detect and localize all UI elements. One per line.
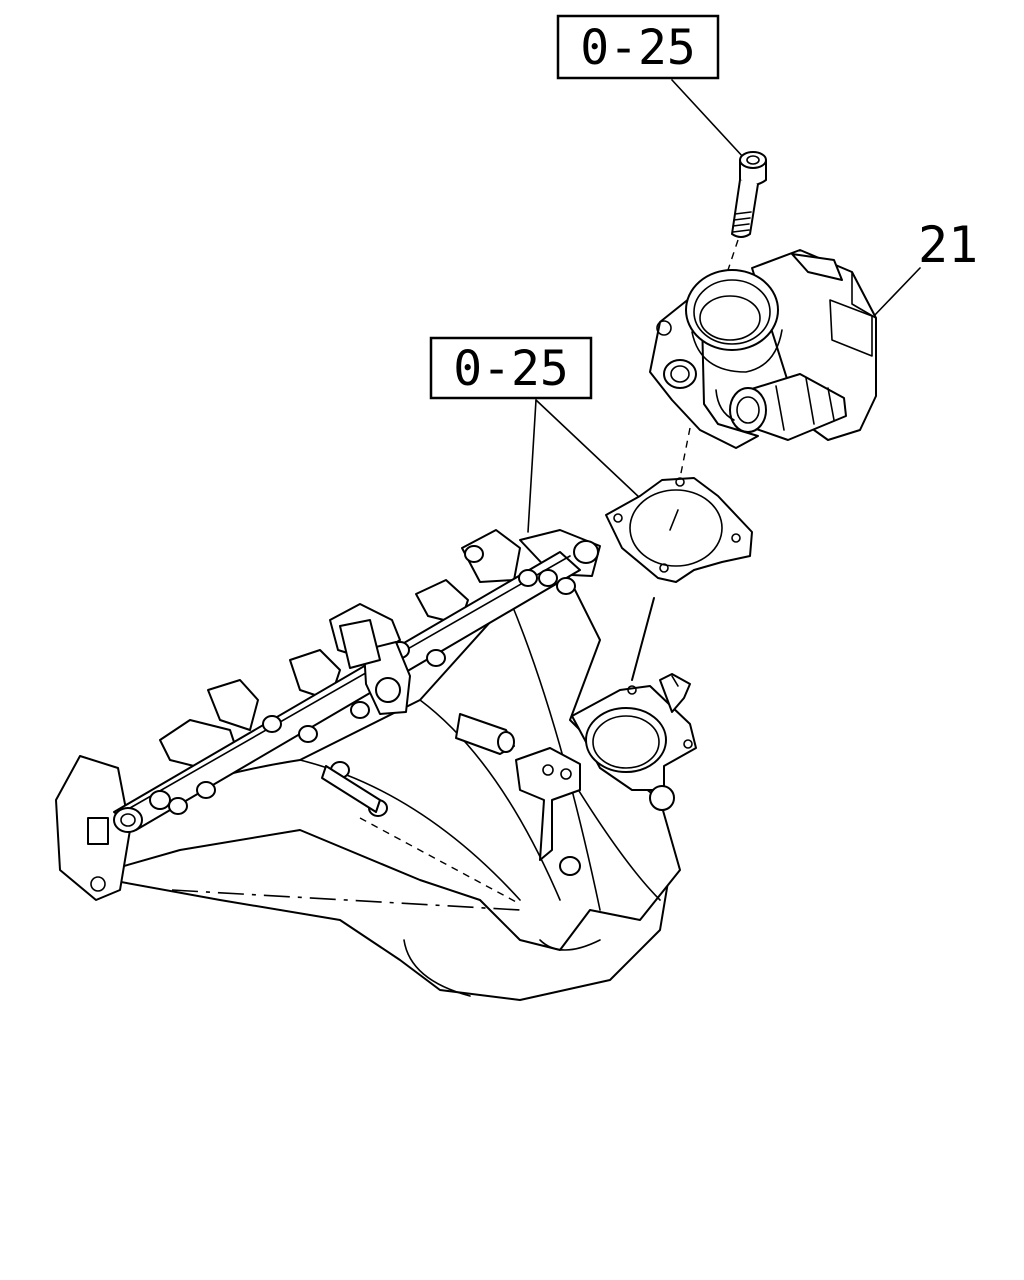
- callout-gasket-ref[interactable]: 0-25: [429, 336, 593, 400]
- axis-manifold: [171, 889, 521, 911]
- callout-bolt-ref-text: 0-25: [580, 20, 696, 76]
- axis-bolt: [727, 239, 739, 271]
- callout-throttle-body-ref[interactable]: 21: [918, 216, 978, 274]
- axis-throttle-gasket: [679, 427, 691, 479]
- gasket: [605, 477, 753, 583]
- callout-bolt-ref[interactable]: 0-25: [556, 14, 720, 80]
- leader-gasket: [527, 399, 641, 533]
- intake-manifold: [55, 529, 697, 1001]
- axis-manifold-runner: [359, 817, 521, 905]
- axis-gasket-manifold: [631, 597, 655, 681]
- leader-throttle-body: [871, 267, 921, 319]
- throttle-body: [649, 249, 877, 449]
- callout-gasket-ref-text: 0-25: [453, 341, 569, 397]
- bolt: [731, 151, 767, 238]
- leader-bolt: [671, 79, 745, 159]
